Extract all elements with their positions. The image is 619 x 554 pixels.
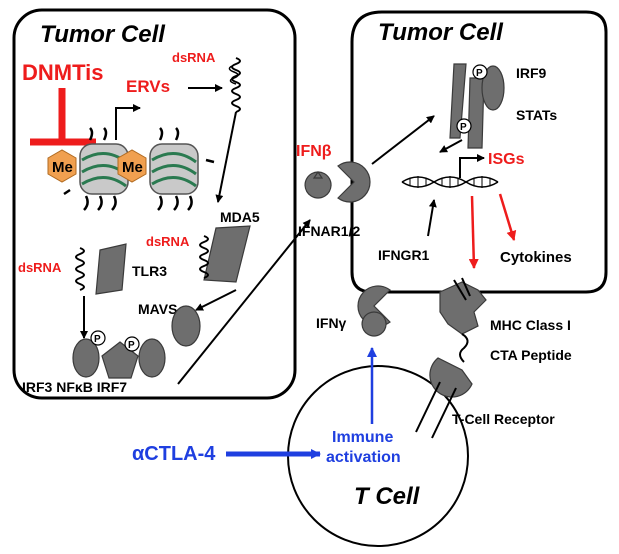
phospho-label-2: P: [128, 340, 135, 351]
methyl-group-1: [47, 149, 77, 183]
ifngr-to-dna-arrow: [427, 199, 437, 237]
dsrna-mid-strand: [199, 235, 209, 279]
ifnar-receptor: [337, 161, 371, 203]
t-cell-title: T Cell: [354, 483, 421, 510]
actla4-label: αCTLA-4: [132, 443, 216, 465]
stats-to-isgs-arrow: [439, 139, 463, 153]
ifnar-to-stats-arrow: [371, 115, 435, 165]
nucleosomes: [63, 127, 215, 211]
mhc-label: MHC Class I: [490, 317, 571, 333]
isg-dna-helix: [401, 176, 499, 188]
phospho-badge-3: [472, 64, 488, 80]
irf3-protein: [72, 338, 100, 378]
tlr3-receptor: [95, 243, 127, 295]
phospho-badge-2: [124, 336, 140, 352]
isgs-to-mhc-arrow: [468, 195, 479, 269]
activation-label: activation: [326, 449, 401, 466]
phospho-label-3: P: [476, 68, 483, 79]
ifnb-ligand: [304, 170, 332, 199]
cta-peptide: [459, 333, 469, 363]
tcr-receptor: [429, 357, 473, 398]
dsrna-left-strand: [75, 247, 85, 291]
ifngr-label: IFNGR1: [378, 247, 430, 263]
phospho-badge-1: [90, 330, 106, 346]
irf9-label: IRF9: [516, 65, 547, 81]
ifnb-label: IFNβ: [296, 143, 332, 160]
isgs-label: ISGs: [488, 151, 525, 168]
phospho-label-4: P: [460, 122, 467, 133]
ifng-ligand: [361, 311, 387, 337]
irf-to-ifnb-arrow: [177, 219, 311, 385]
right-cell-title: Tumor Cell: [378, 19, 504, 46]
cta-label: CTA Peptide: [490, 347, 572, 363]
dsrna-mid-label: dsRNA: [146, 234, 190, 249]
mda5-receptor: [203, 225, 251, 283]
dsrna-top-label: dsRNA: [172, 50, 216, 65]
mda5-label: MDA5: [220, 209, 260, 225]
tcr-stems: [415, 381, 457, 439]
nfkb-protein: [101, 341, 139, 379]
tcr-label: T-Cell Receptor: [452, 411, 555, 427]
dnmtis-inhibition: [30, 88, 96, 146]
phospho-badge-4: [456, 118, 472, 134]
stat-protein-1: [449, 63, 467, 139]
methyl-group-2: [117, 149, 147, 183]
stats-label: STATs: [516, 107, 557, 123]
cytokines-label: Cytokines: [500, 249, 572, 266]
immune-label: Immune: [332, 429, 393, 446]
irf7-protein: [138, 338, 166, 378]
isgs-to-cytokines-arrow: [498, 193, 517, 241]
methyl-label-1: Me: [52, 159, 73, 176]
mavs-protein: [171, 305, 201, 347]
dsrna-top-strand: [231, 57, 241, 113]
dsrna-top-strand-2: [228, 65, 239, 85]
ifng-label: IFNγ: [316, 315, 347, 331]
mhc-class-i: [439, 277, 487, 335]
ifnar-label: IFNAR1/2: [298, 223, 360, 239]
irf-row-label: IRF3 NFκB IRF7: [22, 379, 127, 395]
isg-transcription-arrow: [459, 154, 485, 178]
erv-transcription-arrow: [115, 104, 141, 140]
phospho-label-1: P: [94, 334, 101, 345]
dsrna-to-mda5-arrow: [215, 111, 237, 203]
dnmtis-label: DNMTis: [22, 60, 104, 85]
left-cell-title: Tumor Cell: [40, 21, 166, 48]
irf9-protein: [481, 65, 505, 111]
right-tumor-cell: [350, 10, 608, 294]
ervs-label: ERVs: [126, 77, 170, 96]
dsrna-left-label: dsRNA: [18, 260, 62, 275]
mavs-label: MAVS: [138, 301, 177, 317]
tlr3-label: TLR3: [132, 263, 167, 279]
mda5-to-mavs-arrow: [195, 289, 237, 311]
left-tumor-cell: [12, 8, 297, 400]
methyl-label-2: Me: [122, 159, 143, 176]
